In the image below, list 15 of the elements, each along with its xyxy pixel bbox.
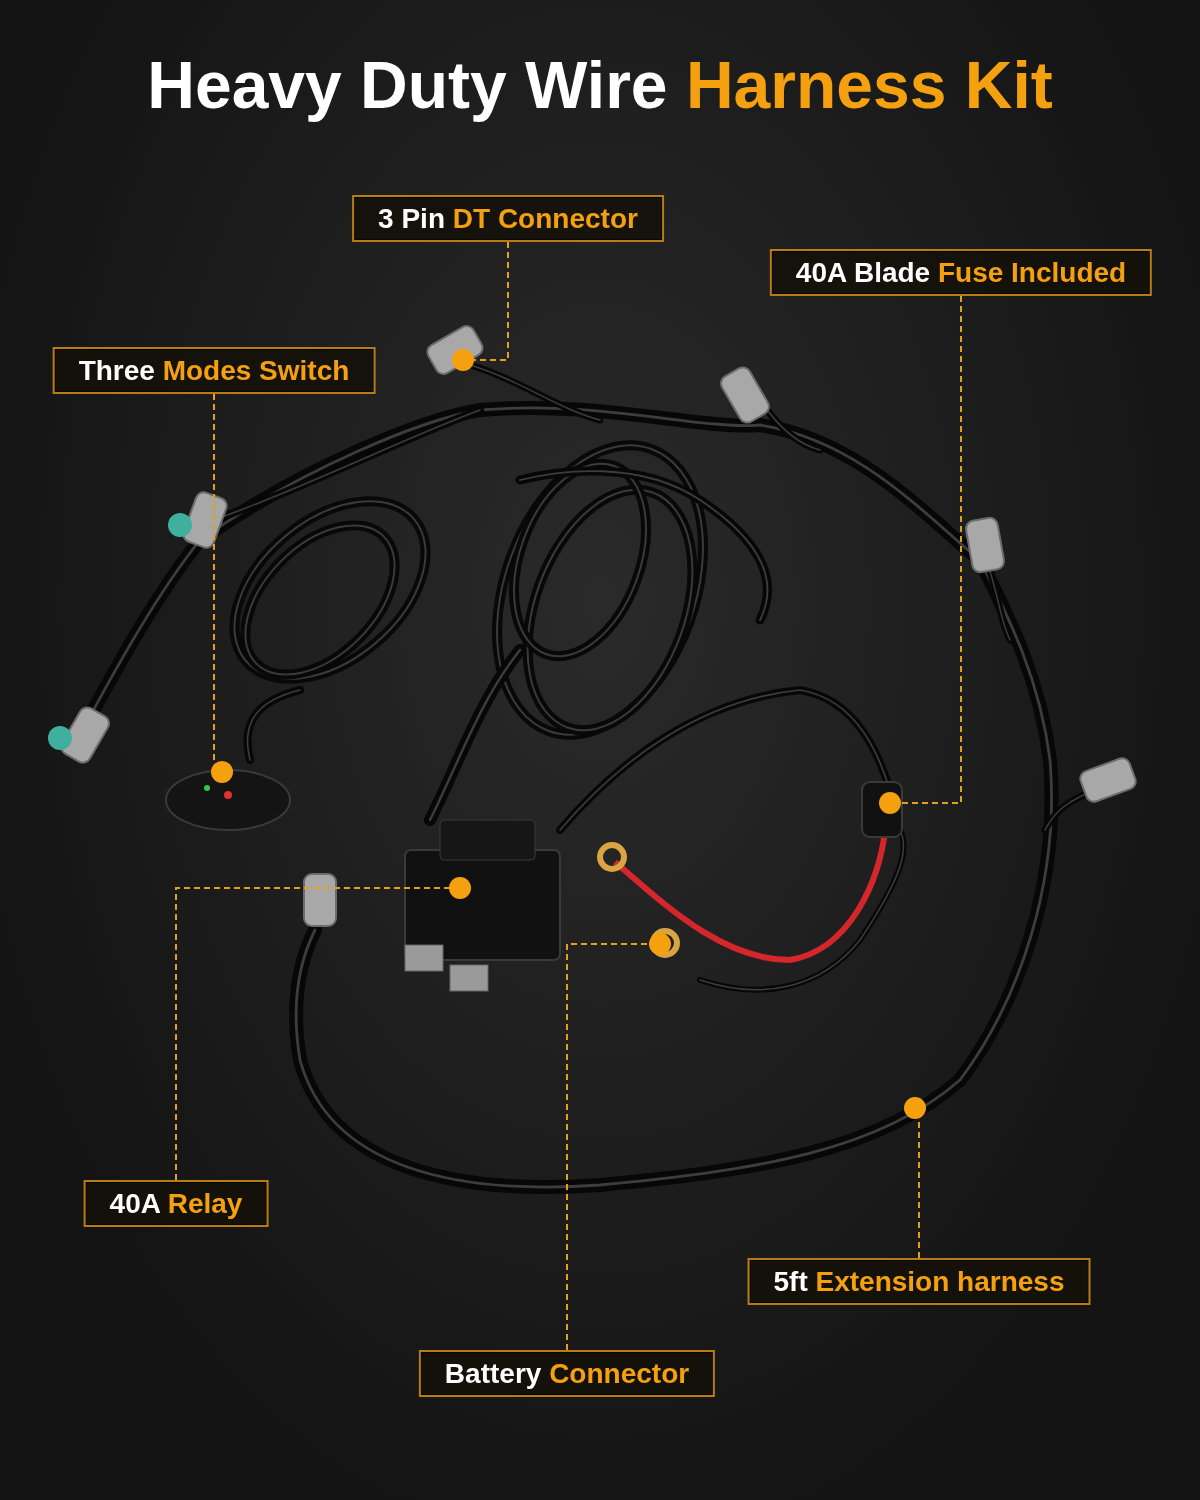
leader-line	[473, 241, 509, 361]
leader-line	[213, 393, 215, 762]
title: Heavy Duty Wire Harness Kit	[146, 47, 1054, 124]
callout-label: 3 Pin DT Connector	[352, 195, 664, 242]
leader-line	[566, 943, 650, 1351]
callout-label: Three Modes Switch	[52, 347, 376, 394]
callout-dot	[904, 1097, 926, 1119]
callout-dot	[649, 933, 671, 955]
leader-line	[900, 295, 962, 804]
callout-label: 40A Relay	[83, 1180, 269, 1227]
callout-dot	[211, 761, 233, 783]
callout-label: 40A Blade Fuse Included	[769, 249, 1153, 296]
leader-line	[175, 887, 450, 1181]
callout-label: Battery Connector	[418, 1350, 716, 1397]
callout-label: 5ft Extension harness	[747, 1258, 1091, 1305]
